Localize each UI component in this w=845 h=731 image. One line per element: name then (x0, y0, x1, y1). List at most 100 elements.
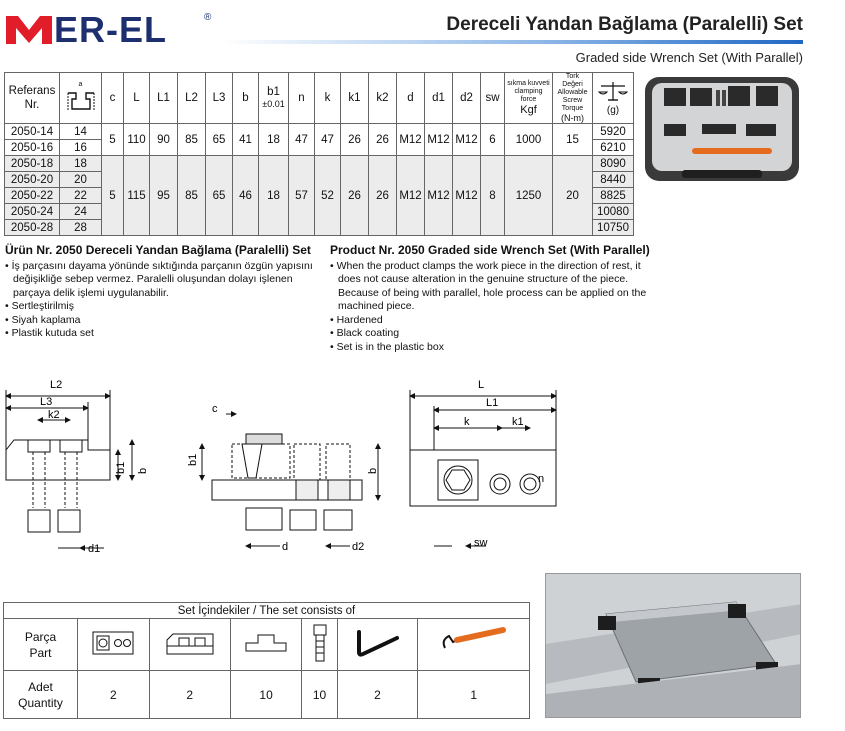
machine-table-illustration (546, 574, 800, 717)
drawing-front-view (199, 411, 381, 549)
k2-cell: 26 (368, 155, 397, 236)
ref-cell: 2050-20 (4, 171, 60, 188)
header-sw: sw (480, 72, 505, 124)
description-en: Product Nr. 2050 Graded side Wrench Set … (330, 243, 660, 355)
force-cell: 1000 (504, 123, 553, 156)
header-b: b (232, 72, 259, 124)
torque-cell: 20 (552, 155, 593, 236)
spec-row: 2050-18 18 5 115 95 85 65 46 18 57 52 26… (4, 155, 634, 236)
dim-L2: L2 (50, 379, 62, 391)
set-contents-table: Set İçindekiler / The set consists of Pa… (3, 602, 530, 719)
L1-cell: 90 (149, 123, 178, 156)
header-d: d (396, 72, 425, 124)
dim-b-middle: b (367, 468, 379, 474)
ref-cell: 2050-22 (4, 187, 60, 204)
drawing-side-view (5, 390, 135, 551)
description-tr-heading: Ürün Nr. 2050 Dereceli Yandan Bağlama (P… (5, 243, 311, 257)
a-cell: 14 (59, 123, 102, 140)
part-cell (417, 618, 530, 671)
weight-cell: 6210 (592, 139, 634, 156)
dim-c: c (212, 403, 218, 415)
drawing-top-view (409, 390, 557, 549)
tslot-profile-icon (67, 91, 94, 111)
page-title: Dereceli Yandan Bağlama (Paralelli) Set (446, 14, 803, 35)
dim-b1-left: b1 (115, 462, 127, 474)
list-item: • İş parçasını dayama yönünde sıktığında… (5, 259, 313, 299)
part-cell (229, 618, 303, 671)
ref-cell: 2050-14 (4, 123, 60, 140)
quantity-cell: 10 (301, 670, 338, 719)
b1-cell: 18 (258, 123, 289, 156)
case-illustration (645, 77, 799, 181)
description-en-list: • When the product clamps the work piece… (330, 260, 660, 355)
set-contents-caption: Set İçindekiler / The set consists of (3, 602, 530, 619)
header-torque: Tork Değeri Allowable Screw Torque (N-m) (552, 72, 593, 124)
spec-row: 2050-16 16 6210 (4, 139, 634, 156)
d2-cell: M12 (452, 123, 481, 156)
L3-cell: 65 (205, 123, 233, 156)
k-cell: 47 (314, 123, 341, 156)
a-cell: 16 (59, 139, 102, 156)
header-L: L (123, 72, 150, 124)
list-item: • Hardened (330, 313, 383, 326)
header-d1: d1 (424, 72, 453, 124)
title-rule (220, 40, 803, 44)
hex-key-icon (356, 630, 399, 657)
dim-d2: d2 (352, 541, 364, 553)
list-item: • Set is in the plastic box (330, 340, 444, 353)
a-cell: 22 (59, 187, 102, 204)
L2-cell: 85 (177, 123, 206, 156)
b-cell: 46 (232, 155, 259, 236)
dim-L3: L3 (40, 396, 52, 408)
L2-cell: 85 (177, 155, 206, 236)
ref-cell: 2050-18 (4, 155, 60, 172)
quantity-cell: 2 (336, 670, 419, 719)
spanner-icon (442, 627, 506, 649)
ref-cell: 2050-24 (4, 203, 60, 220)
quantity-cell: 2 (77, 670, 150, 719)
header-a: a (59, 72, 102, 124)
n-cell: 57 (288, 155, 315, 236)
header-L3: L3 (205, 72, 233, 124)
dim-d: d (282, 541, 288, 553)
d-cell: M12 (396, 123, 425, 156)
ref-cell: 2050-28 (4, 219, 60, 236)
L-cell: 110 (123, 123, 150, 156)
list-item: • Black coating (330, 327, 400, 339)
weight-cell: 10750 (592, 219, 634, 236)
weight-cell: 8825 (592, 187, 634, 204)
k2-cell: 26 (368, 123, 397, 156)
b-cell: 41 (232, 123, 259, 156)
t-nut-icon (245, 634, 287, 652)
weight-cell: 8090 (592, 155, 634, 172)
part-cell (301, 618, 338, 671)
header-c: c (101, 72, 124, 124)
dim-k: k (464, 416, 470, 428)
dim-L: L (478, 379, 484, 391)
ref-cell: 2050-16 (4, 139, 60, 156)
weight-cell: 5920 (592, 123, 634, 140)
set-contents-caption-row: Set İçindekiler / The set consists of (3, 602, 530, 619)
n-cell: 47 (288, 123, 315, 156)
list-item: • Siyah kaplama (5, 313, 81, 326)
k1-cell: 26 (340, 155, 369, 236)
balance-scale-icon (597, 82, 629, 101)
part-cell (77, 618, 150, 671)
force-cell: 1250 (504, 155, 553, 236)
technical-drawings: L2 L3 k2 b1 b d1 c b1 b d d2 (5, 379, 557, 555)
d1-cell: M12 (424, 155, 453, 236)
dim-L1: L1 (486, 397, 498, 409)
sw-cell: 6 (480, 123, 505, 156)
stepped-block-icon (166, 633, 214, 655)
torque-cell: 15 (552, 123, 593, 156)
k1-cell: 26 (340, 123, 369, 156)
header-weight: (g) (592, 72, 634, 124)
sw-cell: 8 (480, 155, 505, 236)
dim-d1: d1 (88, 543, 100, 555)
header-L2: L2 (177, 72, 206, 124)
socket-screw-icon (313, 624, 326, 662)
